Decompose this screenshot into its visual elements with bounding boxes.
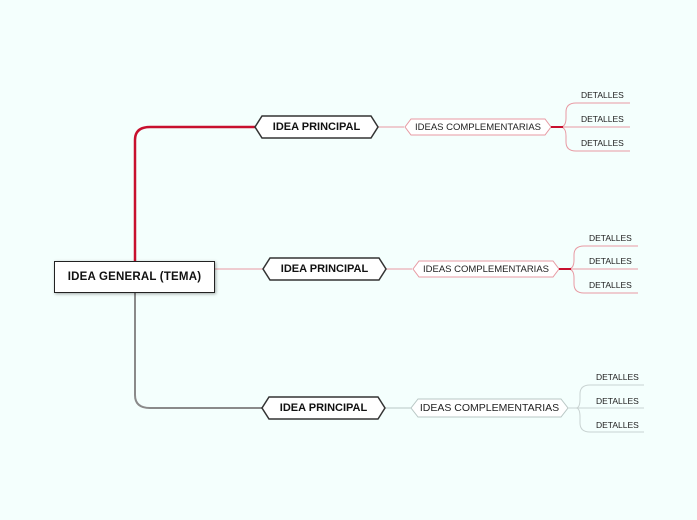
detail-2-2[interactable]: DETALLES bbox=[589, 256, 632, 266]
detail-link-1-3 bbox=[559, 126, 630, 152]
main-node-3[interactable] bbox=[261, 396, 386, 420]
junction-1 bbox=[551, 126, 563, 128]
sub-node-1[interactable] bbox=[404, 118, 552, 136]
root-node[interactable]: IDEA GENERAL (TEMA) bbox=[54, 261, 215, 293]
detail-1-2[interactable]: DETALLES bbox=[581, 114, 624, 124]
trunk-lower bbox=[134, 293, 262, 409]
main-node-1[interactable] bbox=[254, 115, 379, 139]
sub-node-2[interactable] bbox=[412, 260, 560, 278]
sub-node-3[interactable] bbox=[410, 398, 569, 418]
detail-2-1[interactable]: DETALLES bbox=[589, 233, 632, 243]
main-node-2[interactable] bbox=[262, 257, 387, 281]
junction-2 bbox=[559, 268, 571, 270]
detail-3-2[interactable]: DETALLES bbox=[596, 396, 639, 406]
detail-link-2-3 bbox=[567, 268, 638, 294]
detail-3-1[interactable]: DETALLES bbox=[596, 372, 639, 382]
detail-1-1[interactable]: DETALLES bbox=[581, 90, 624, 100]
detail-2-3[interactable]: DETALLES bbox=[589, 280, 632, 290]
detail-3-3[interactable]: DETALLES bbox=[596, 420, 639, 430]
detail-1-3[interactable]: DETALLES bbox=[581, 138, 624, 148]
trunk-upper bbox=[133, 125, 256, 261]
detail-link-3-3 bbox=[575, 407, 644, 433]
